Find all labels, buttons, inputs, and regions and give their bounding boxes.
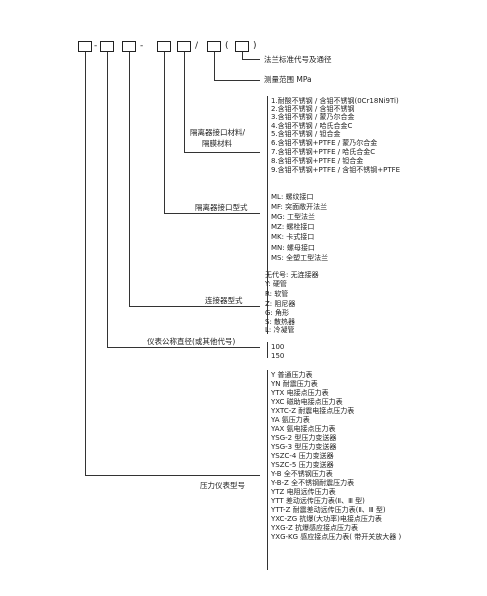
- model-item: YN 耐震压力表: [271, 380, 318, 388]
- label-material-line1: 隔离器接口材料/: [190, 128, 246, 137]
- code-box-range: [207, 41, 221, 52]
- connector-line-model: [85, 475, 260, 476]
- model-item: YSZC-4 压力变送器: [271, 452, 334, 460]
- material-item: 7.含钼不锈钢+PTFE / 哈氏合金C: [271, 148, 376, 156]
- model-item: YTZ 电阻远传压力表: [271, 488, 336, 496]
- model-item: YXG-Z 抗爆感应接点压力表: [271, 524, 359, 532]
- material-item: 8.含钼不锈钢+PTFE / 钽合金: [271, 157, 364, 165]
- connector-line-connector: [129, 306, 260, 307]
- label-material-line2: 隔膜材料: [202, 139, 232, 148]
- material-item: 9.含钼不锈钢+PTFE / 含钼不锈钢+PTFE: [271, 166, 401, 174]
- connector-line-nominal: [107, 52, 108, 347]
- material-item: 3.含钼不锈钢 / 蒙乃尔合金: [271, 113, 355, 121]
- connector-line-material: [184, 152, 260, 153]
- model-item: Y-B 全不锈钢压力表: [271, 470, 333, 478]
- connector-line-flange: [242, 59, 260, 60]
- model-item: YA 氨压力表: [271, 416, 310, 424]
- label-nominal: 仪表公称直径(或其他代号): [147, 337, 236, 346]
- connector-item: G: 角形: [265, 309, 290, 317]
- code-box-interface: [157, 41, 171, 52]
- model-item: YTT 差动远传压力表(Ⅱ、Ⅲ 型): [271, 497, 365, 505]
- separator-dash: -: [140, 41, 144, 51]
- model-item: YAX 氨电接点压力表: [271, 425, 336, 433]
- connector-line-material: [184, 52, 185, 152]
- code-box-material: [177, 41, 191, 52]
- model-item: YXTC-Z 耐震电接点压力表: [271, 407, 355, 415]
- bracket-connector: [267, 270, 268, 334]
- interface-item: MK: 卡式接口: [271, 233, 315, 241]
- connector-item: S: 散热器: [265, 318, 296, 326]
- connector-item: Y: 硬管: [265, 280, 287, 288]
- paren-close: ): [253, 41, 257, 51]
- bracket-material: [267, 96, 268, 209]
- model-item: YXG-KG 感应接点压力表( 带开关放大器 ): [271, 533, 402, 541]
- connector-item: Z: 阻尼器: [265, 300, 296, 308]
- interface-item: MG: 工型法兰: [271, 213, 316, 221]
- connector-line-range: [214, 80, 260, 81]
- connector-line-interface: [164, 52, 165, 213]
- model-item: Y-B-Z 全不锈钢耐震压力表: [271, 479, 355, 487]
- material-item: 4.含钼不锈钢 / 哈氏合金C: [271, 122, 353, 130]
- model-item: YXC-ZG 抗爆(大功率)电接点压力表: [271, 515, 382, 523]
- material-item: 1.耐酸不锈钢 / 含钼不锈钢(0Cr18Ni9Ti): [271, 97, 399, 105]
- model-item: YTT-Z 耐震差动远传压力表(Ⅱ、Ⅲ 型): [271, 506, 386, 514]
- material-item: 2.含钼不锈钢 / 含钼不锈钢: [271, 105, 355, 113]
- interface-item: MZ: 螺栓接口: [271, 223, 315, 231]
- interface-item: MN: 螺母接口: [271, 244, 315, 252]
- separator-slash: /: [195, 41, 199, 51]
- model-item: Y 普通压力表: [271, 371, 313, 379]
- label-flange: 法兰标准代号及通径: [264, 55, 332, 64]
- interface-item: MF: 突面敞开法兰: [271, 203, 328, 211]
- connector-line-model: [85, 52, 86, 475]
- connector-line-flange: [242, 52, 243, 59]
- connector-item: 无代号: 无连接器: [265, 271, 319, 279]
- paren-open: (: [225, 41, 229, 51]
- connector-item: L: 冷凝管: [265, 326, 295, 334]
- model-item: YSG-3 型压力变送器: [271, 443, 337, 451]
- code-box-model: [78, 41, 92, 52]
- nominal-item: 150: [271, 352, 285, 360]
- material-item: 6.含钼不锈钢+PTFE / 蒙乃尔合金: [271, 139, 378, 147]
- material-item: 5.含钼不锈钢 / 钽合金: [271, 130, 341, 138]
- model-item: YXC 磁助电接点压力表: [271, 398, 343, 406]
- code-box-connector: [122, 41, 136, 52]
- label-model: 压力仪表型号: [200, 481, 245, 490]
- code-box-diameter: [100, 41, 114, 52]
- bracket-interface: [267, 192, 268, 284]
- connector-line-interface: [164, 213, 260, 214]
- connector-line-nominal: [107, 347, 260, 348]
- label-range: 测量范围 MPa: [264, 75, 312, 84]
- bracket-model: [267, 370, 268, 570]
- bracket-nominal: [267, 342, 268, 358]
- interface-item: ML: 螺纹接口: [271, 193, 314, 201]
- connector-item: R: 软管: [265, 290, 289, 298]
- label-connector: 连接器型式: [205, 296, 243, 305]
- separator-dash: -: [94, 41, 98, 51]
- model-item: YTX 电接点压力表: [271, 389, 329, 397]
- model-item: YSG-2 型压力变送器: [271, 434, 337, 442]
- nominal-item: 100: [271, 343, 285, 351]
- connector-line-connector: [129, 52, 130, 306]
- interface-item: MS: 全塑工型法兰: [271, 254, 329, 262]
- model-item: YSZC-5 压力变送器: [271, 461, 334, 469]
- connector-line-range: [214, 52, 215, 80]
- label-interface: 隔离器接口型式: [195, 203, 248, 212]
- code-box-flange: [235, 41, 249, 52]
